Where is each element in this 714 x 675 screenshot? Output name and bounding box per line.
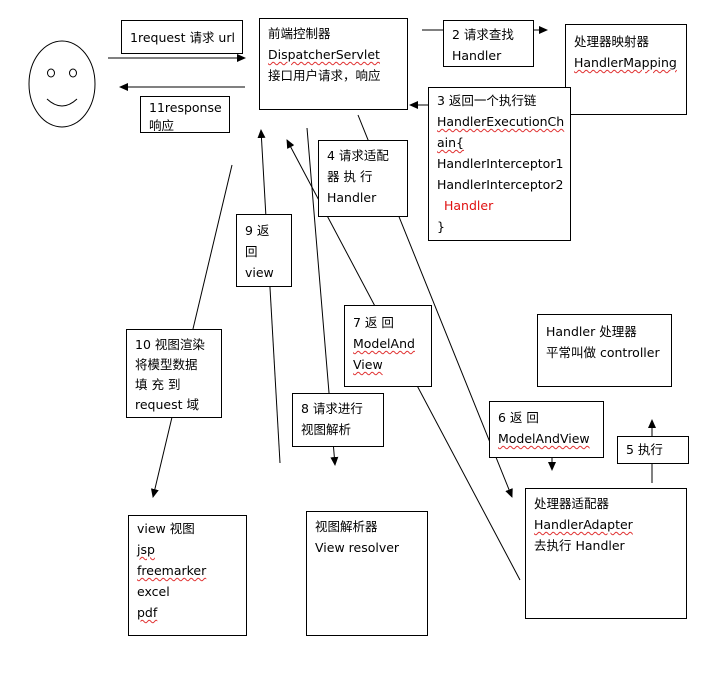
view-resolver-box: 视图解析器 View resolver (306, 511, 428, 636)
interceptor-2: HandlerInterceptor2 (437, 177, 564, 192)
handler-adapter-name: HandlerAdapter (534, 517, 633, 532)
response-step: 11response (149, 100, 222, 115)
execution-chain-step: 3 返回一个执行链 (437, 93, 537, 108)
render-view-line4: request 域 (135, 397, 199, 412)
render-view-step: 10 视图渲染 (135, 337, 205, 352)
resolve-view-step: 8 请求进行 (301, 401, 363, 416)
return-view-object: view (245, 265, 274, 280)
request-label-box: 1request 请求 url (121, 20, 243, 54)
response-label-box: 11response 响应 (140, 96, 230, 133)
view-resolver-title: 视图解析器 (315, 519, 378, 534)
handler-adapter-box: 处理器适配器 HandlerAdapter 去执行 Handler (525, 488, 687, 619)
resolve-view-box: 8 请求进行 视图解析 (292, 393, 384, 447)
smiley-face-icon (28, 40, 96, 128)
find-handler-step: 2 请求查找 (452, 27, 514, 42)
view-type-pdf: pdf (137, 605, 158, 620)
execute-step: 5 执行 (626, 442, 663, 457)
view-type-freemarker: freemarker (137, 563, 207, 578)
execution-chain-box: 3 返回一个执行链 HandlerExecutionCh ain{ Handle… (428, 87, 571, 241)
handler-note-title: Handler 处理器 (546, 324, 637, 339)
view-type-jsp: jsp (137, 542, 155, 557)
front-controller-box: 前端控制器 DispatcherServlet 接口用户请求，响应 (259, 18, 408, 110)
return-view-box: 9 返 回 view (236, 214, 292, 287)
handler-mapping-title: 处理器映射器 (574, 34, 650, 49)
handler-note-desc: 平常叫做 controller (546, 345, 660, 360)
handler-mapping-box: 处理器映射器 HandlerMapping (565, 24, 687, 115)
handler-adapter-title: 处理器适配器 (534, 496, 610, 511)
find-handler-box: 2 请求查找 Handler (443, 20, 534, 67)
request-adapter-target: Handler (327, 190, 377, 205)
view-types-title: view 视图 (137, 521, 195, 536)
render-view-line2: 将模型数据 (135, 357, 198, 372)
view-type-excel: excel (137, 584, 170, 599)
return-view-word: 回 (245, 244, 258, 259)
interceptor-1: HandlerInterceptor1 (437, 156, 564, 171)
return-view-step: 9 返 (245, 223, 270, 238)
return-mav-6-step: 6 返 回 (498, 410, 539, 425)
execution-chain-name: HandlerExecutionCh (437, 114, 565, 129)
find-handler-target: Handler (452, 48, 502, 63)
dispatcher-servlet-label: DispatcherServlet (268, 47, 380, 62)
front-controller-desc: 接口用户请求，响应 (268, 68, 381, 83)
chain-handler: Handler (444, 198, 494, 213)
render-view-box: 10 视图渲染 将模型数据 填 充 到 request 域 (126, 329, 222, 418)
return-mav-7-name-b: View (353, 357, 383, 372)
handler-adapter-desc: 去执行 Handler (534, 538, 625, 553)
execute-box: 5 执行 (617, 436, 689, 464)
request-adapter-step: 4 请求适配 (327, 148, 389, 163)
return-mav-7-step: 7 返 回 (353, 315, 394, 330)
view-types-box: view 视图 jsp freemarker excel pdf (128, 515, 247, 636)
request-adapter-action: 器 执 行 (327, 169, 373, 184)
request-label: 1request 请求 url (130, 30, 235, 45)
execution-chain-close: } (437, 219, 445, 234)
execution-chain-open: ain{ (437, 135, 465, 150)
front-controller-title: 前端控制器 (268, 26, 331, 41)
resolve-view-desc: 视图解析 (301, 422, 352, 437)
request-adapter-box: 4 请求适配 器 执 行 Handler (318, 140, 408, 217)
view-resolver-name: View resolver (315, 540, 400, 555)
render-view-line3: 填 充 到 (135, 377, 181, 392)
handler-mapping-name: HandlerMapping (574, 55, 677, 70)
arrow-return-view (257, 129, 281, 464)
return-mav-6-box: 6 返 回 ModelAndView (489, 401, 604, 458)
response-desc: 响应 (149, 118, 175, 133)
return-mav-7-name-a: ModelAnd (353, 336, 415, 351)
handler-note-box: Handler 处理器 平常叫做 controller (537, 314, 672, 387)
return-mav-7-box: 7 返 回 ModelAnd View (344, 305, 432, 387)
return-mav-6-name: ModelAndView (498, 431, 590, 446)
